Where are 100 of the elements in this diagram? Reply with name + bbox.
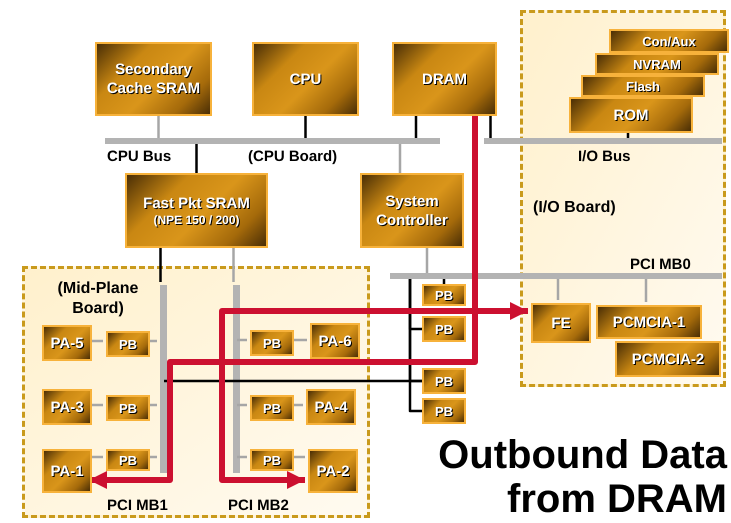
component-label: PB [118, 452, 138, 468]
bus-label: PCI MB2 [228, 496, 289, 516]
bus-connector [398, 144, 402, 173]
bus-connector [408, 279, 422, 412]
board-label: (I/O Board) [533, 198, 616, 218]
component-box [250, 330, 294, 356]
bus-connector [426, 248, 428, 273]
component-label: PA-4 [314, 398, 348, 416]
component-box [596, 305, 702, 339]
component-label: PB [262, 336, 282, 350]
bus-bar [233, 285, 240, 473]
bus-connector [626, 130, 630, 138]
title: Outbound Data from DRAM [437, 433, 727, 521]
component-box [595, 53, 719, 75]
bus-label: I/O Bus [578, 147, 631, 167]
component-box [306, 389, 356, 425]
component-box [250, 395, 294, 421]
bus-connector [159, 248, 162, 282]
bus-connector [232, 248, 235, 282]
component-label: PB [434, 374, 454, 388]
component-label: PB [434, 288, 454, 302]
bus-connector [442, 279, 446, 284]
component-box [42, 325, 92, 361]
board-region [520, 10, 726, 387]
bus-connector [147, 340, 157, 342]
component-label: DRAM [422, 70, 467, 88]
component-label: PB [434, 322, 454, 336]
component-box [581, 75, 705, 97]
component-label: PCMCIA-1 [612, 312, 686, 332]
bus-connector [304, 116, 307, 138]
bus-connector [237, 404, 247, 406]
component-box [252, 42, 359, 116]
component-box [531, 303, 591, 343]
component-label: Fast Pkt SRAM [143, 194, 250, 212]
bus-bar [484, 138, 722, 144]
bus-connector [157, 116, 160, 138]
component-label: FE [551, 314, 571, 332]
bus-connector [147, 456, 157, 458]
bus-connector [414, 116, 418, 138]
bus-connector [147, 404, 157, 406]
component-label: Secondary Cache SRAM [106, 60, 202, 98]
component-label: PA-6 [318, 332, 352, 350]
component-box [106, 331, 150, 357]
bus-connector [291, 456, 305, 458]
board-label: (Mid-Plane Board) [56, 279, 140, 319]
component-label: PA-5 [50, 334, 84, 352]
bus-connector [89, 340, 103, 342]
component-label: PA-3 [50, 398, 84, 416]
component-label: Flash [626, 78, 660, 94]
component-label: PCMCIA-2 [632, 350, 704, 368]
component-box [42, 449, 92, 493]
bus-connector [644, 279, 648, 302]
component-label: ROM [614, 106, 648, 124]
component-box [360, 173, 464, 248]
component-label: Con/Aux [642, 34, 696, 48]
board-region [22, 266, 370, 518]
component-box [422, 398, 466, 424]
component-label: PA-2 [316, 462, 350, 480]
bus-connector [489, 116, 492, 138]
component-label: CPU [290, 70, 322, 88]
bus-connector [237, 338, 247, 342]
component-box [392, 42, 497, 116]
component-label: PB [434, 404, 454, 418]
component-label: System Controller [375, 192, 449, 230]
component-box [310, 323, 360, 359]
bus-connector [556, 279, 560, 300]
component-label: PB [118, 336, 138, 352]
bus-connector [291, 338, 307, 342]
component-label: NVRAM [633, 56, 681, 72]
component-label: (NPE 150 / 200) [153, 212, 240, 228]
component-label: PB [262, 400, 282, 416]
component-box [422, 284, 466, 306]
component-label: PB [118, 400, 138, 416]
data-flow-arrow [219, 302, 528, 489]
component-box [250, 449, 294, 471]
bus-connector [237, 456, 247, 458]
data-flow-arrow [89, 116, 478, 489]
component-box [42, 389, 92, 425]
component-box [95, 42, 212, 116]
component-label: PB [262, 452, 282, 468]
bus-label: CPU Bus [107, 147, 172, 167]
component-box [106, 395, 150, 421]
component-box [125, 173, 268, 248]
bus-connector [291, 404, 303, 406]
bus-label: PCI MB1 [107, 496, 168, 516]
bus-bar [390, 273, 722, 279]
bus-bar [105, 138, 440, 144]
bus-connector [195, 144, 198, 173]
component-label: PA-1 [50, 462, 84, 480]
bus-label: PCI MB0 [630, 255, 691, 275]
bus-connector [89, 404, 103, 406]
component-box [422, 368, 466, 394]
component-box [569, 97, 693, 133]
bus-bar [160, 285, 167, 473]
bus-label: (CPU Board) [248, 147, 338, 167]
component-box [106, 449, 150, 471]
component-box [422, 316, 466, 342]
component-box [308, 449, 358, 493]
component-box [609, 29, 729, 53]
bus-connector [89, 456, 103, 458]
